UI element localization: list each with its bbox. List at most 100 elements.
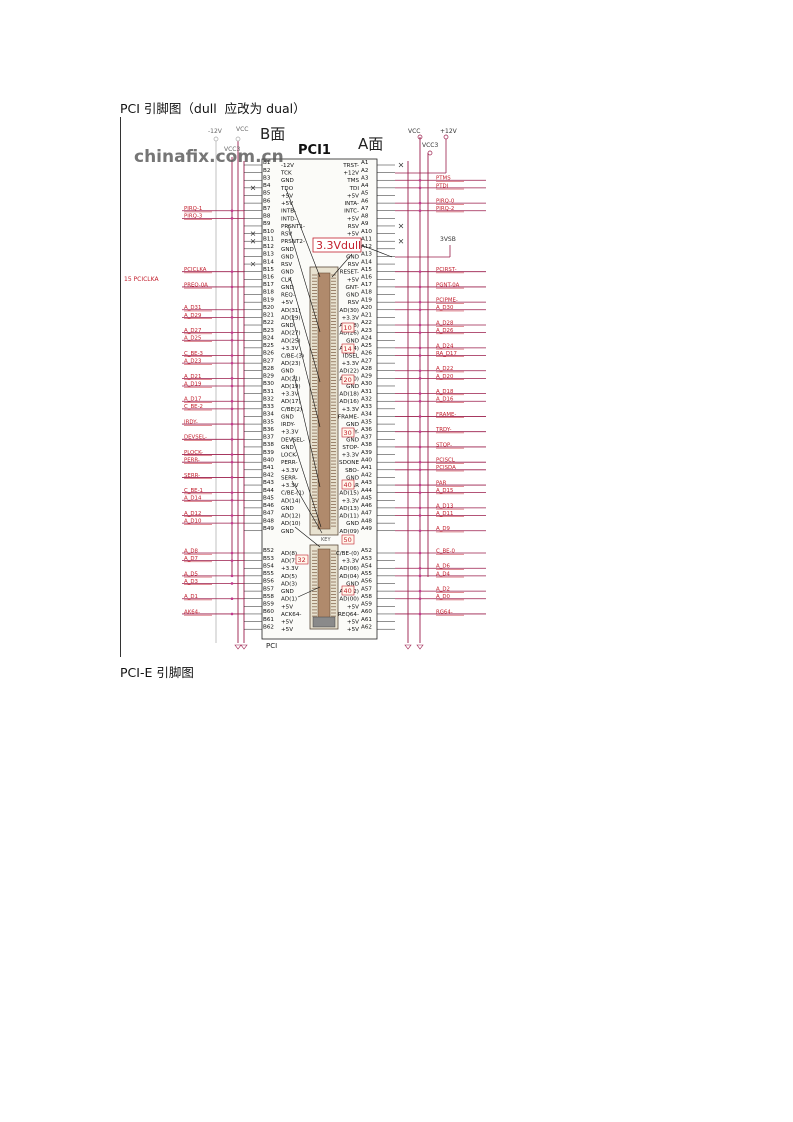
a-pin-name: GND xyxy=(346,254,359,260)
a-pin-name: +5V xyxy=(347,277,359,283)
right-net-label: A_D16 xyxy=(436,397,454,403)
b-pin-name: AD(27) xyxy=(281,331,301,337)
net-junction xyxy=(230,338,234,342)
net-junction xyxy=(230,422,234,426)
a-pin-number: A43 xyxy=(361,480,372,486)
power-symbol xyxy=(213,136,219,142)
net-junction xyxy=(230,491,234,494)
right-net-label: A_D20 xyxy=(436,374,454,380)
right-net-label: PIRQ-0 xyxy=(436,199,455,205)
b-pin-name: +5V xyxy=(281,300,293,306)
b-pin-number: B5 xyxy=(263,191,271,197)
b-pin-number: B10 xyxy=(263,229,274,235)
net-junction xyxy=(230,612,234,616)
a-pin-number: A61 xyxy=(361,617,372,623)
b-pin-name: GND xyxy=(281,589,294,595)
callout-number: 14 xyxy=(344,345,352,353)
b-pin-number: B26 xyxy=(263,351,274,357)
no-connect-mark xyxy=(250,231,256,236)
left-net-label: PIRQ-3 xyxy=(184,214,202,220)
b-pin-number: B41 xyxy=(263,465,274,471)
b-pin-name: AD(12) xyxy=(281,514,301,520)
callout-number: 30 xyxy=(344,429,352,437)
b-pin-name: GND xyxy=(281,254,294,260)
a-pin-name: GND xyxy=(346,338,359,344)
a-pin-name: +5V xyxy=(347,620,359,626)
a-pin-name: AD(30) xyxy=(339,308,359,314)
b-pin-name: +3.3V xyxy=(281,468,299,474)
callout-number: 50 xyxy=(344,536,352,544)
a-pin-number: A3 xyxy=(361,175,369,181)
b-pin-number: B16 xyxy=(263,275,274,281)
right-net-label: PTDI xyxy=(436,183,449,189)
a-pin-name: REQ64- xyxy=(338,612,359,618)
b-pin-name: AD(5) xyxy=(281,574,297,580)
net-junction xyxy=(418,285,422,289)
net-junction xyxy=(418,566,422,570)
b-pin-number: B39 xyxy=(263,450,274,456)
a-pin-name: IDSEL xyxy=(343,354,360,360)
a-pin-number: A49 xyxy=(361,526,372,532)
b-pin-number: B43 xyxy=(263,480,274,486)
b-pin-number: B7 xyxy=(263,206,271,212)
b-pin-number: B14 xyxy=(263,259,274,265)
left-net-label: A_D5 xyxy=(184,571,198,577)
right-net-label: PIRQ-2 xyxy=(436,206,454,212)
net-junction xyxy=(230,407,234,411)
a-pin-name: GND xyxy=(346,384,359,390)
a-pin-name: +12V xyxy=(343,171,359,177)
a-pin-number: A55 xyxy=(361,571,372,577)
a-pin-name: AD(22) xyxy=(339,369,359,375)
right-net-label: A_D11 xyxy=(436,511,453,517)
net-junction xyxy=(418,346,422,350)
left-net-label: PCICLKA xyxy=(184,267,207,273)
right-net-label: A_D26 xyxy=(436,328,454,334)
b-pin-number: B3 xyxy=(263,175,271,181)
left-net-label: A_D12 xyxy=(184,511,201,517)
a-pin-name: +5V xyxy=(347,193,359,199)
right-net-label: C_BE-0 xyxy=(436,548,456,554)
left-net-label: PIRQ-1 xyxy=(184,206,202,212)
b-pin-number: B23 xyxy=(263,328,274,334)
net-junction xyxy=(230,377,234,380)
a-pin-number: A9 xyxy=(361,221,369,227)
net-junction xyxy=(230,597,234,601)
b-pin-name: CLK xyxy=(281,277,292,283)
net-junction xyxy=(418,308,422,312)
annotation-33v-box xyxy=(312,237,362,253)
a-pin-name: AD(11) xyxy=(339,514,359,520)
b-pin-number: B40 xyxy=(263,457,274,463)
b-pin-name: AD(17) xyxy=(281,399,301,405)
net-junction xyxy=(418,270,422,273)
a-pin-number: A8 xyxy=(361,214,369,220)
left-net-label: A_D10 xyxy=(184,519,202,525)
a-pin-name: +3.3V xyxy=(342,559,360,565)
b-pin-number: B59 xyxy=(263,602,274,608)
a-pin-number: A13 xyxy=(361,252,372,258)
key-label: KEY xyxy=(321,537,331,543)
right-net-label: PCISDA xyxy=(436,465,456,471)
callout-number: 10 xyxy=(344,324,352,332)
callout-number: 40 xyxy=(344,587,352,595)
b-pin-number: B46 xyxy=(263,503,274,509)
figure-caption-pcie: PCI-E 引脚图 xyxy=(120,665,194,680)
a-pin-name: +3.3V xyxy=(342,361,360,367)
b-pin-number: B22 xyxy=(263,320,274,326)
net-junction xyxy=(230,361,234,365)
leader-line xyxy=(285,188,321,278)
callout-number: 20 xyxy=(344,376,352,384)
a-pin-number: A36 xyxy=(361,427,372,433)
b-pin-name: GND xyxy=(281,506,294,512)
leader-line xyxy=(331,253,353,278)
a-pin-name: AD(09) xyxy=(339,529,359,535)
b-pin-name: GND xyxy=(281,414,294,420)
b-pin-number: B6 xyxy=(263,198,271,204)
b-pin-name: AD(31) xyxy=(281,308,301,314)
b-pin-name: LOCK- xyxy=(281,453,297,459)
b-pin-number: B56 xyxy=(263,579,274,585)
b-pin-name: AD(1) xyxy=(281,597,297,603)
power-symbol xyxy=(427,150,433,156)
left-net-label: DEVSEL- xyxy=(184,435,207,441)
a-pin-number: A62 xyxy=(361,624,372,630)
net-junction xyxy=(418,574,422,578)
